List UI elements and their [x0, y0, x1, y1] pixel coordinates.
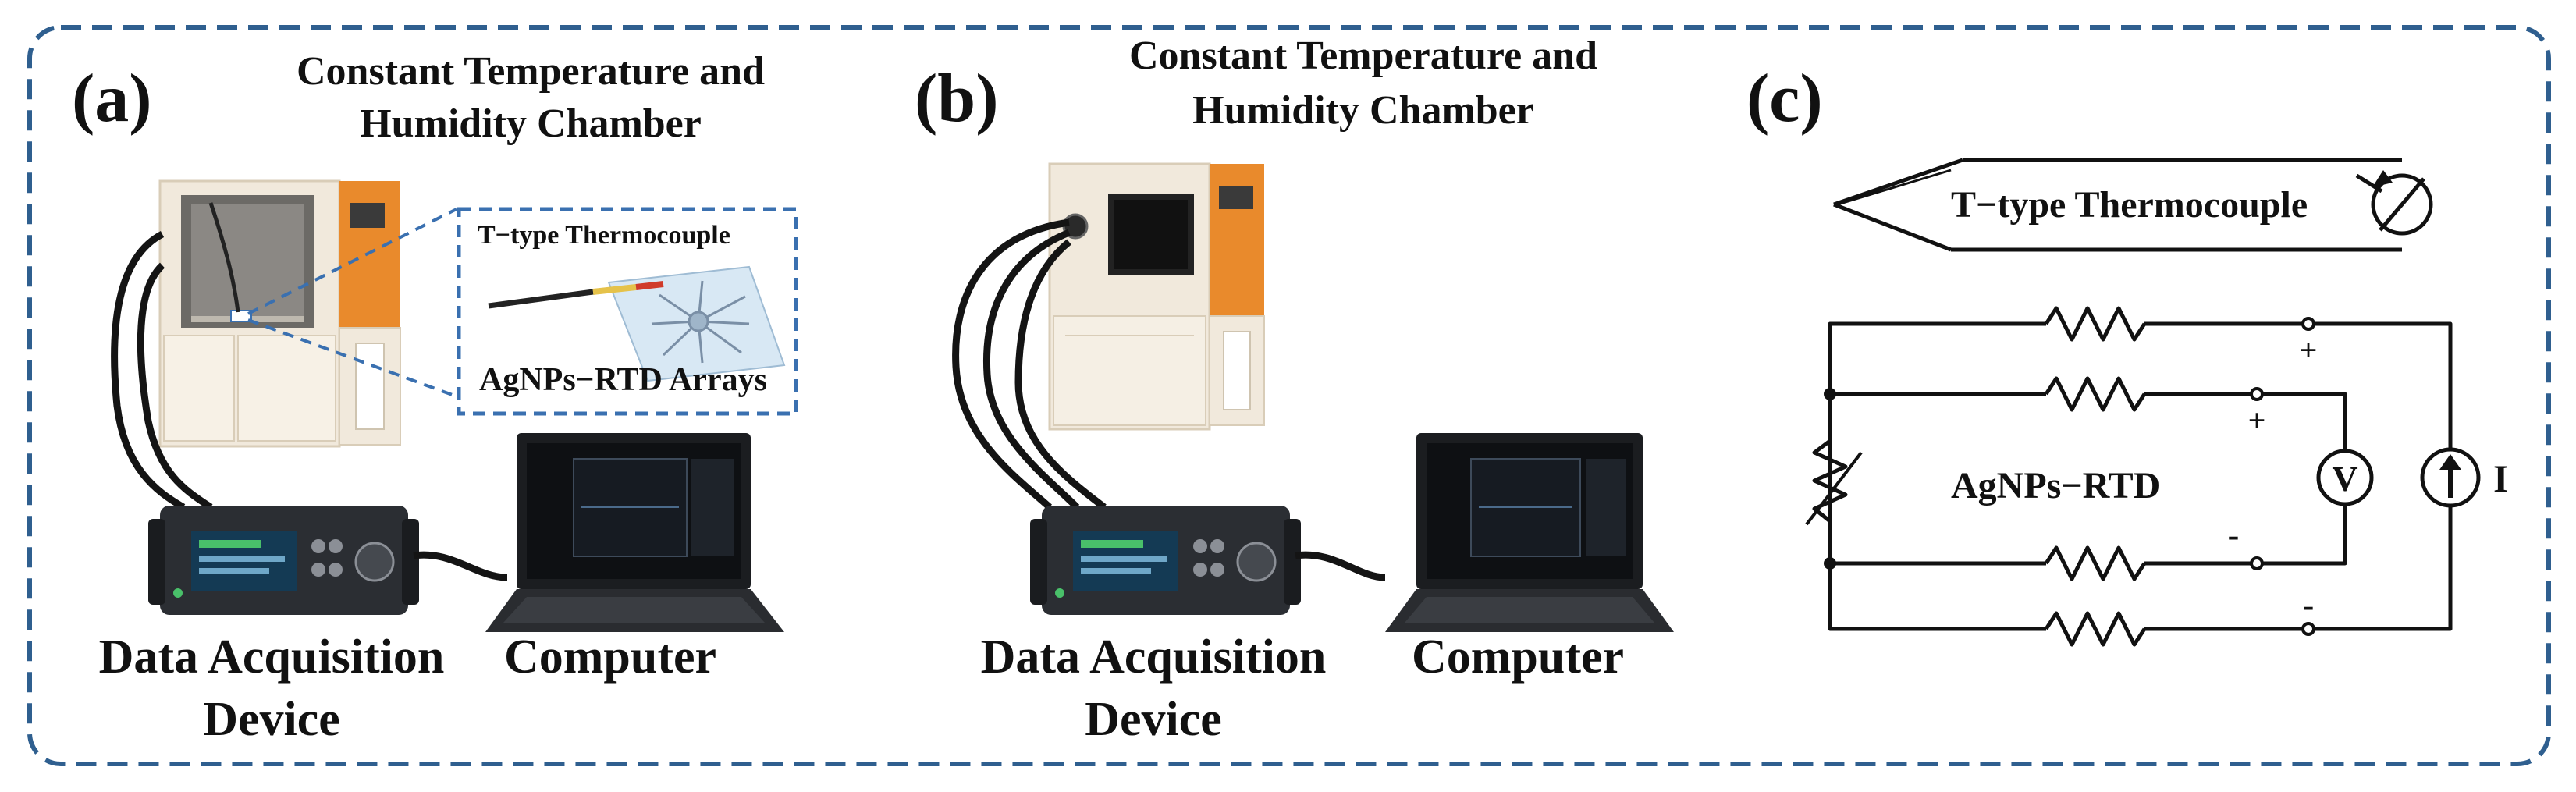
cable-a-2 [137, 262, 213, 510]
terminal-3 [2250, 556, 2264, 570]
panel-c-thermocouple-label: T−type Thermocouple [1951, 184, 2308, 226]
panel-c: (c) T−type Thermocouple [1746, 61, 2508, 647]
panel-a-chamber-title-line1: Constant Temperature and [297, 49, 765, 94]
panel-a-label: (a) [72, 61, 152, 137]
resistor-1 [2044, 306, 2147, 342]
panel-a-chamber-title-line2: Humidity Chamber [360, 101, 702, 146]
voltmeter-icon: V [2316, 449, 2374, 506]
cable-b-2 [982, 229, 1080, 510]
cable-a-1 [111, 231, 186, 510]
current-source-icon [2420, 447, 2481, 508]
junction-dots [1824, 388, 1836, 570]
panel-a-daq-line1: Data Acquisition [99, 630, 445, 684]
cable-b-4 [1295, 551, 1386, 581]
minus-bottom: - [2303, 586, 2315, 624]
laptop-b [1385, 433, 1674, 632]
inset-thermocouple-label: T−type Thermocouple [478, 221, 730, 250]
chamber-open [158, 179, 401, 448]
panel-c-label: (c) [1746, 61, 1823, 137]
inset-rtd-label: AgNPs−RTD Arrays [479, 362, 767, 398]
terminals [2250, 317, 2315, 636]
callout-line-top [247, 208, 457, 315]
variable-resistor [1812, 439, 1848, 523]
current-label: I [2493, 456, 2508, 500]
panel-b-daq-line2: Device [1085, 693, 1222, 746]
terminal-1 [2301, 317, 2315, 331]
laptop-a [485, 433, 784, 632]
panel-b-chamber-title-line2: Humidity Chamber [1192, 88, 1534, 133]
cable-a-3 [413, 551, 508, 581]
panel-b: (b) Constant Temperature and Humidity Ch… [915, 34, 1674, 746]
panel-a: (a) Constant Temperature and Humidity Ch… [72, 49, 798, 746]
outer-frame [27, 25, 2551, 766]
plus-inner: + [2248, 403, 2266, 438]
terminal-2 [2250, 387, 2264, 401]
resistor-2 [2044, 376, 2147, 412]
panel-b-computer-label: Computer [1412, 630, 1624, 684]
rtd-pattern-icon [651, 280, 750, 364]
resistor-4 [2044, 611, 2147, 647]
panel-c-rtd-label: AgNPs−RTD [1951, 465, 2160, 506]
sample-marker [230, 310, 252, 322]
terminal-4 [2301, 622, 2315, 636]
panel-b-daq-line1: Data Acquisition [981, 630, 1327, 684]
minus-inner: - [2228, 516, 2240, 554]
cable-b-1 [952, 218, 1070, 510]
voltmeter-label: V [2332, 459, 2357, 499]
cable-b-3 [1014, 239, 1107, 510]
thermocouple-probe [488, 289, 594, 309]
panel-a-daq-line2: Device [203, 693, 340, 746]
daq-device-b [1030, 506, 1301, 615]
inset-box: T−type Thermocouple AgNPs−RTD Arrays [457, 207, 798, 416]
thermocouple-symbol [1833, 158, 2402, 252]
gauge-icon [2355, 170, 2433, 236]
rtd-circuit [1805, 306, 2453, 647]
panel-a-computer-label: Computer [504, 630, 716, 684]
daq-device-a [148, 506, 419, 615]
chamber-closed [1048, 162, 1265, 431]
plus-top: + [2300, 332, 2318, 368]
panel-b-chamber-title-line1: Constant Temperature and [1129, 34, 1597, 78]
resistor-3 [2044, 545, 2147, 581]
panel-b-label: (b) [915, 61, 999, 137]
